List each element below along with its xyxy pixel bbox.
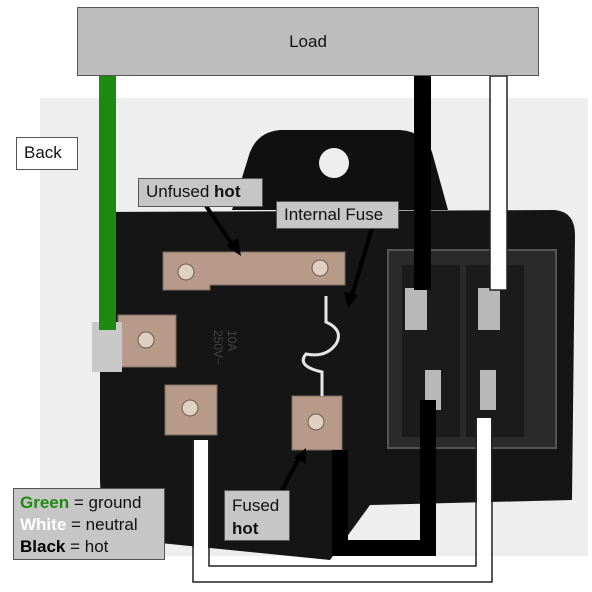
unfused-pointer-head (226, 238, 241, 256)
load-text: Load (289, 31, 327, 51)
legend-green-meaning: = ground (69, 493, 142, 512)
legend-black-meaning: = hot (65, 537, 109, 556)
switch-contact (480, 370, 496, 410)
legend-black-word: Black (20, 537, 66, 556)
switch-contact (405, 288, 427, 330)
internal-fuse-text: Internal Fuse (284, 205, 384, 224)
mounting-hole (319, 148, 349, 178)
fused-hot-label: Fused hot (224, 490, 290, 541)
screw (181, 399, 199, 417)
legend-white-meaning: = neutral (66, 515, 138, 534)
green-ground-wire (99, 76, 116, 330)
unfused-hot-word: hot (214, 182, 241, 201)
unfused-pointer-line (202, 201, 234, 246)
unfused-text: Unfused (146, 182, 215, 201)
legend-white-word: White (20, 515, 67, 534)
legend-hot-row: Black = hot (20, 536, 164, 558)
internal-fuse-label: Internal Fuse (276, 201, 399, 229)
white-neutral-wire-loop (194, 418, 491, 581)
back-text: Back (24, 143, 62, 162)
screw (307, 413, 325, 431)
unfused-hot-label: Unfused hot (138, 178, 263, 207)
legend-green-word: Green (20, 493, 70, 512)
screw (137, 331, 155, 349)
rating-text-1: 10A (225, 330, 239, 351)
black-hot-wire-loop (332, 400, 436, 556)
fused-pointer-line (280, 459, 300, 491)
screw (311, 259, 329, 277)
ground-lug (92, 322, 122, 372)
fused-pointer-head (294, 448, 306, 464)
legend-ground-row: Green = ground (20, 492, 164, 514)
white-neutral-wire-outline (192, 418, 493, 583)
wire-color-legend: Green = ground White = neutral Black = h… (13, 488, 165, 560)
back-label: Back (16, 137, 78, 170)
internal-fuse-pointer-head (344, 292, 358, 308)
switch-contact (478, 288, 500, 330)
rating-text-2: 250V~ (211, 330, 225, 365)
internal-fuse-pointer-line (350, 227, 374, 296)
load-label: Load (77, 7, 539, 76)
fused-hot-word: hot (232, 519, 259, 538)
screw (177, 263, 195, 281)
black-hot-wire-up (414, 76, 431, 290)
fused-text: Fused (232, 496, 280, 515)
unfused-hot-terminal (162, 251, 346, 291)
legend-neutral-row: White = neutral (20, 514, 164, 536)
white-neutral-wire-up (489, 75, 508, 291)
internal-fuse-link (301, 296, 340, 396)
